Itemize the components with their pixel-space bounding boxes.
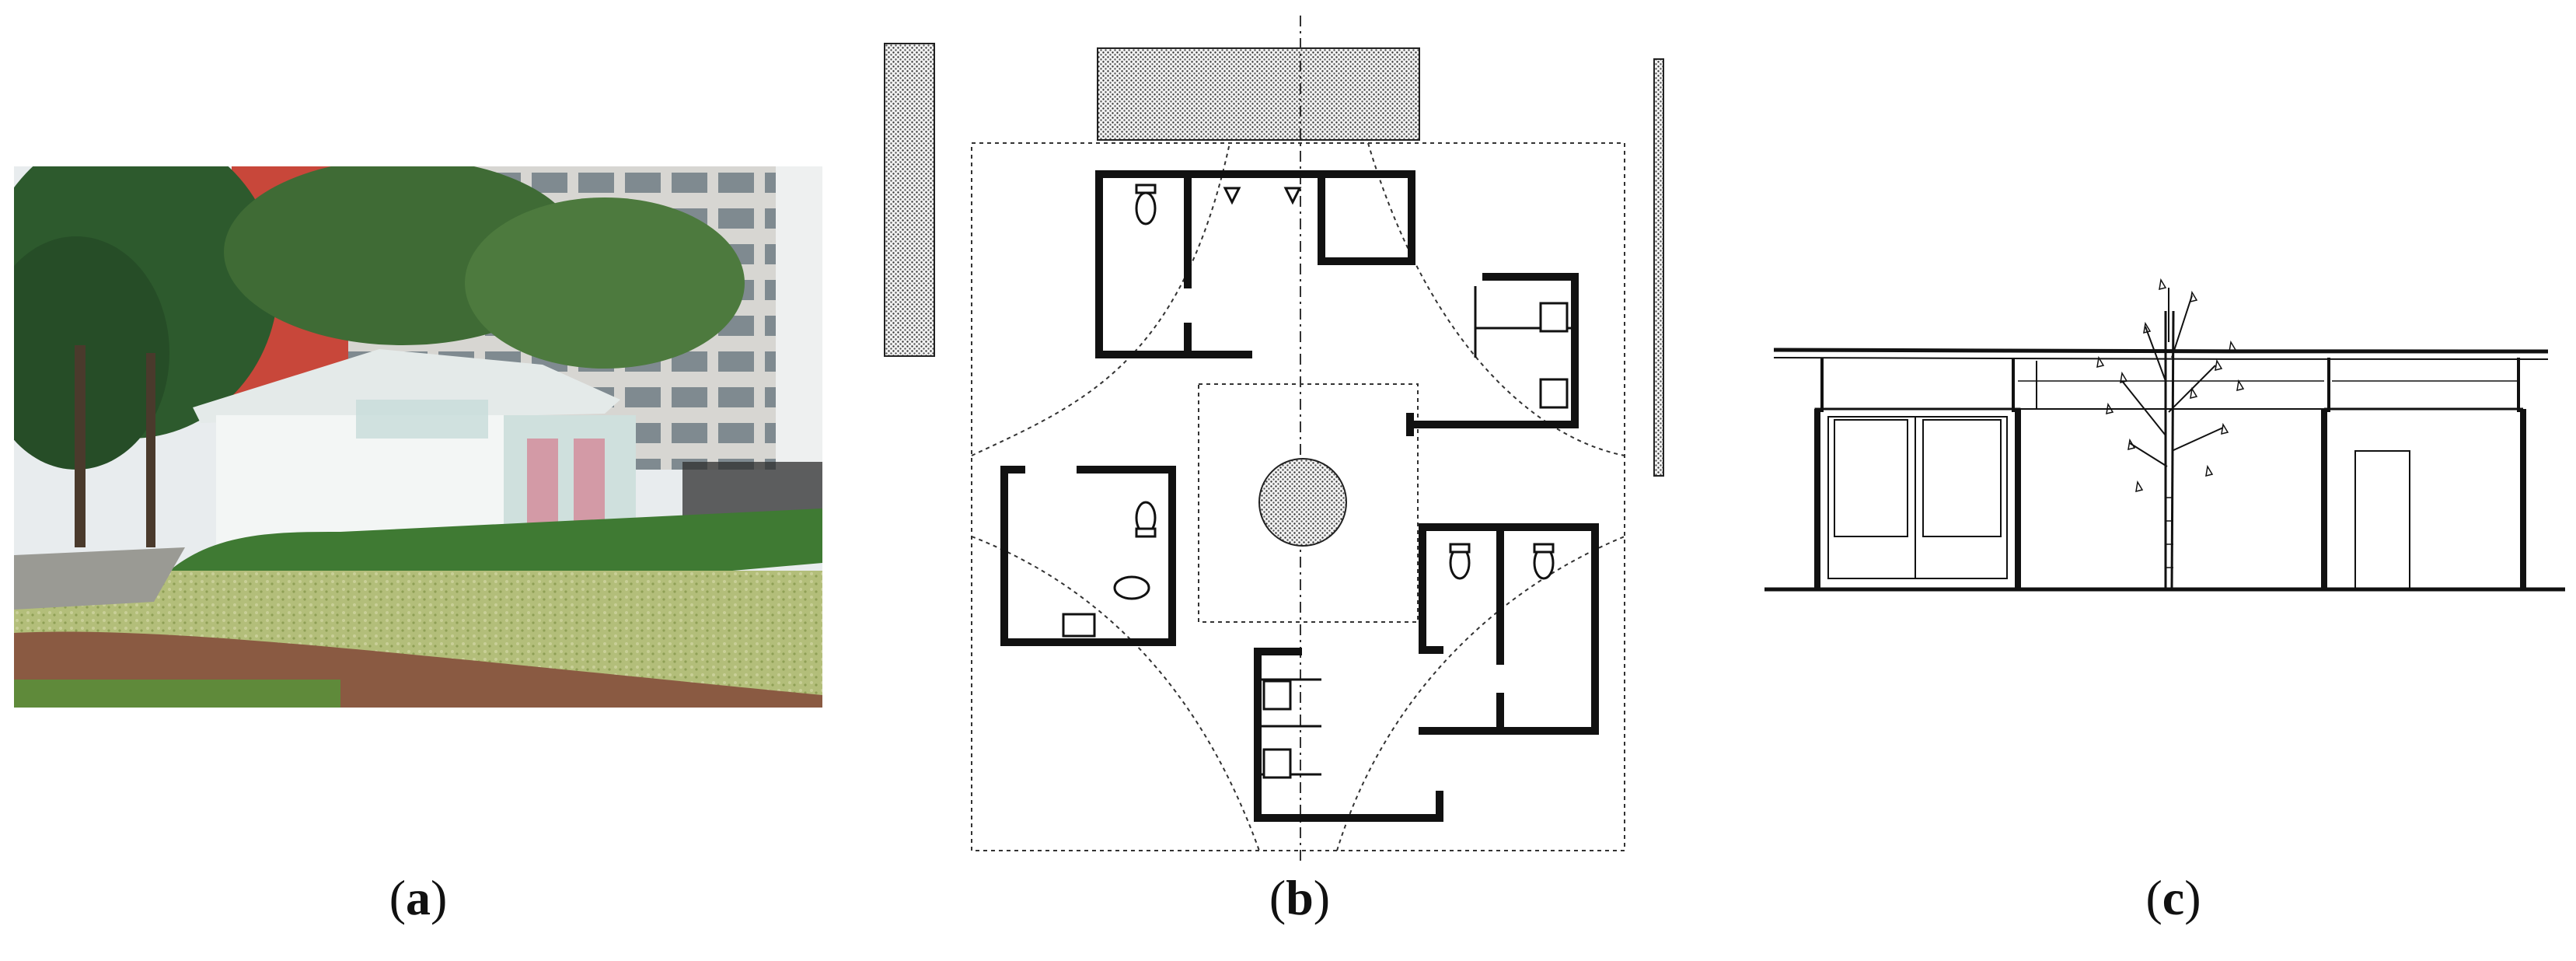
paved-walkway	[14, 547, 185, 610]
sink-icon	[1262, 748, 1292, 779]
caption-c: (c)	[2145, 870, 2201, 925]
urinal-icon	[1283, 187, 1302, 205]
caption-b: (b)	[1269, 870, 1331, 925]
tree-pit	[1258, 458, 1347, 547]
section-drawing	[1764, 278, 2565, 592]
sink-icon	[1262, 680, 1292, 711]
caption-a: (a)	[389, 870, 448, 925]
panel-b-floor-plan	[878, 0, 1687, 863]
roof-outline	[971, 142, 1625, 851]
roof-line	[1773, 348, 2549, 354]
urinal-icon	[1113, 575, 1150, 600]
door	[2354, 450, 2410, 590]
park-toilet-photo	[14, 166, 822, 708]
panel-a-photo	[14, 166, 822, 708]
toilet-icon	[1135, 191, 1157, 225]
sink-icon	[1062, 613, 1096, 638]
courtyard-outline	[1198, 383, 1419, 623]
floor-plan-drawing	[884, 16, 1664, 863]
hatched-wall-left	[884, 43, 935, 357]
hatched-bench-top	[1097, 47, 1420, 141]
pavilion-roof	[193, 349, 620, 423]
sink-icon	[1539, 302, 1569, 333]
sink-icon	[1539, 378, 1569, 409]
urinal-icon	[1223, 187, 1241, 205]
hatched-wall-right	[1653, 58, 1664, 477]
panel-c-section	[1757, 264, 2565, 606]
